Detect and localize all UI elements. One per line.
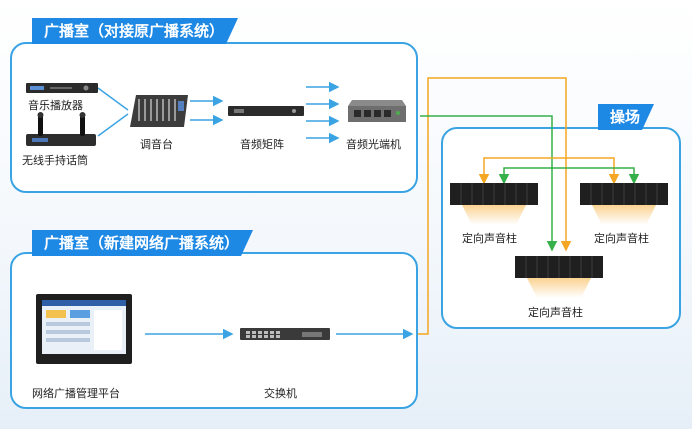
playground-panel: [441, 127, 681, 329]
audio-matrix-label: 音频矩阵: [240, 138, 284, 151]
platform-label: 网络广播管理平台: [32, 387, 120, 400]
mic-to-mixer-line: [97, 113, 129, 137]
speaker-column-left-label: 定向声音柱: [462, 232, 517, 245]
audio-fiber-label: 音频光端机: [346, 138, 401, 151]
green-line-main: [420, 115, 558, 252]
switch-label: 交换机: [264, 387, 297, 400]
mixer-label: 调音台: [140, 138, 173, 151]
mixer-device: [128, 93, 190, 129]
player-to-mixer-line: [97, 87, 129, 111]
speaker-column-left: [450, 183, 538, 225]
new-room-title: 广播室（新建网络广播系统）: [32, 230, 253, 256]
speaker-column-bottom-label: 定向声音柱: [528, 306, 583, 319]
audio-matrix-device: [228, 103, 304, 117]
switch-device: [240, 326, 330, 342]
wireless-mic-label: 无线手持话筒: [22, 154, 88, 167]
speaker-column-right: [580, 183, 668, 225]
orange-bracket: [483, 157, 615, 180]
speaker-column-right-label: 定向声音柱: [594, 232, 649, 245]
music-player-label: 音乐播放器: [28, 99, 83, 112]
orange-line-main: [418, 77, 572, 335]
audio-fiber-device: [346, 96, 408, 126]
wireless-mic-device: [22, 112, 100, 150]
platform-device: [36, 294, 132, 364]
music-player-device: [26, 80, 98, 94]
speaker-column-bottom: [515, 256, 603, 298]
old-room-title: 广播室（对接原广播系统）: [32, 18, 238, 44]
